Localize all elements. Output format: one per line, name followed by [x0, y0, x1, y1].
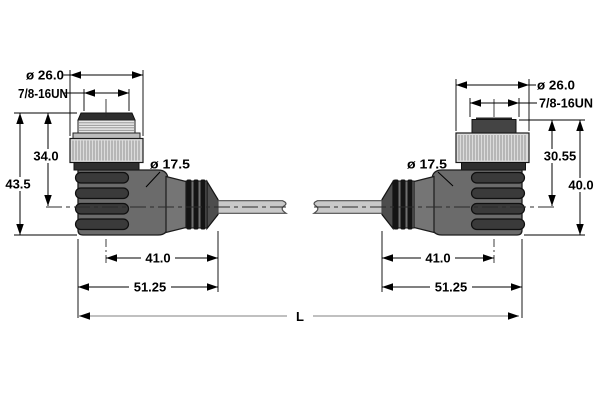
- right-socket-cap: [471, 119, 517, 134]
- right-grip-ribs: [470, 171, 526, 231]
- left-strain-rings: [186, 179, 206, 230]
- dim-right-overall-depth-label: 51.25: [435, 280, 468, 295]
- dim-left-boot-diameter-label: ø 17.5: [150, 157, 190, 172]
- dim-left-overall-depth-label: 51.25: [134, 280, 167, 295]
- dim-cable-length-label: L: [296, 309, 304, 324]
- dim-left-axis-to-tip-bg: [141, 251, 175, 265]
- left-thread-lines: [79, 122, 134, 131]
- dim-right-overall-height-bg: [564, 178, 598, 192]
- dim-right-thread-label: 7/8-16UN: [539, 96, 593, 111]
- dimensions-left: ø 26.0 7/8-16UN 34.0 43.5 ø 17.5 41.0 51…: [1, 68, 219, 318]
- dim-right-boot-diameter-label: ø 17.5: [407, 157, 447, 172]
- dim-left-overall-height-bg: [1, 177, 35, 191]
- right-flange: [461, 162, 526, 171]
- dim-right-diameter-label: ø 26.0: [537, 78, 575, 93]
- dim-right-height-axis-label: 30.55: [544, 149, 577, 164]
- dim-left-height-axis-label: 34.0: [33, 149, 58, 164]
- dim-right-boot-leader: [437, 171, 454, 187]
- right-connector: [381, 117, 530, 236]
- dim-left-height-axis-bg: [29, 149, 63, 163]
- dim-right-axis-to-tip-bg: [421, 251, 455, 265]
- dim-cable-length-bg: [287, 305, 313, 325]
- left-connector: [69, 112, 219, 236]
- left-boot-cone: [165, 175, 187, 234]
- dim-right-height-axis-bg: [539, 149, 581, 163]
- left-thread: [77, 119, 136, 134]
- dim-right-overall-depth-bg: [430, 280, 472, 295]
- dim-left-thread-label: 7/8-16UN: [18, 86, 68, 101]
- right-strain-rings: [393, 179, 413, 230]
- dim-right-overall-height-label: 40.0: [568, 178, 593, 193]
- left-flange: [73, 162, 140, 171]
- left-thread-cap: [77, 112, 136, 121]
- dimensions-right: ø 26.0 7/8-16UN 30.55 40.0 ø 17.5 41.0 5…: [381, 78, 598, 318]
- right-strain-relief-nose: [381, 179, 394, 231]
- left-thread-step: [72, 132, 141, 139]
- dim-right-axis-to-tip-label: 41.0: [425, 251, 450, 266]
- dim-left-overall-height-label: 43.5: [5, 177, 30, 192]
- left-strain-relief-nose: [206, 179, 219, 231]
- dim-left-diameter-label: ø 26.0: [26, 68, 64, 83]
- dim-left-overall-depth-bg: [129, 280, 171, 295]
- dim-left-axis-to-tip-label: 41.0: [145, 251, 170, 266]
- right-boot-cone: [413, 175, 435, 234]
- dimension-cable-length: L: [79, 305, 519, 325]
- right-knurl-lines: [458, 135, 526, 161]
- dim-left-boot-leader: [145, 171, 161, 188]
- left-knurl-lines: [72, 140, 140, 161]
- left-grip-ribs: [74, 171, 130, 231]
